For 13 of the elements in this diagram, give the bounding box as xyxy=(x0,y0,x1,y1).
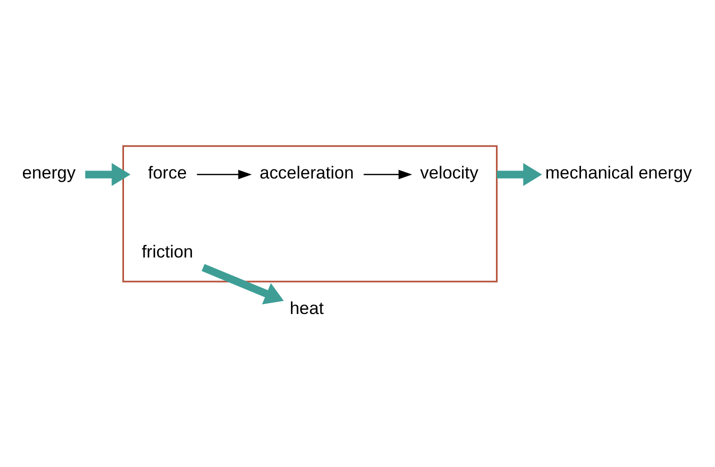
node-text: acceleration xyxy=(260,162,354,183)
node-text: mechanical energy xyxy=(545,162,692,183)
arrow xyxy=(196,170,252,180)
node-text: velocity xyxy=(420,162,478,183)
node-text: energy xyxy=(22,162,76,183)
arrow xyxy=(364,170,412,180)
node-text: force xyxy=(148,162,187,183)
node-text: friction xyxy=(142,241,194,262)
node-text: heat xyxy=(290,298,324,318)
arrow xyxy=(85,163,130,186)
arrow xyxy=(496,163,542,186)
arrow xyxy=(202,264,284,304)
cluster xyxy=(122,145,498,282)
